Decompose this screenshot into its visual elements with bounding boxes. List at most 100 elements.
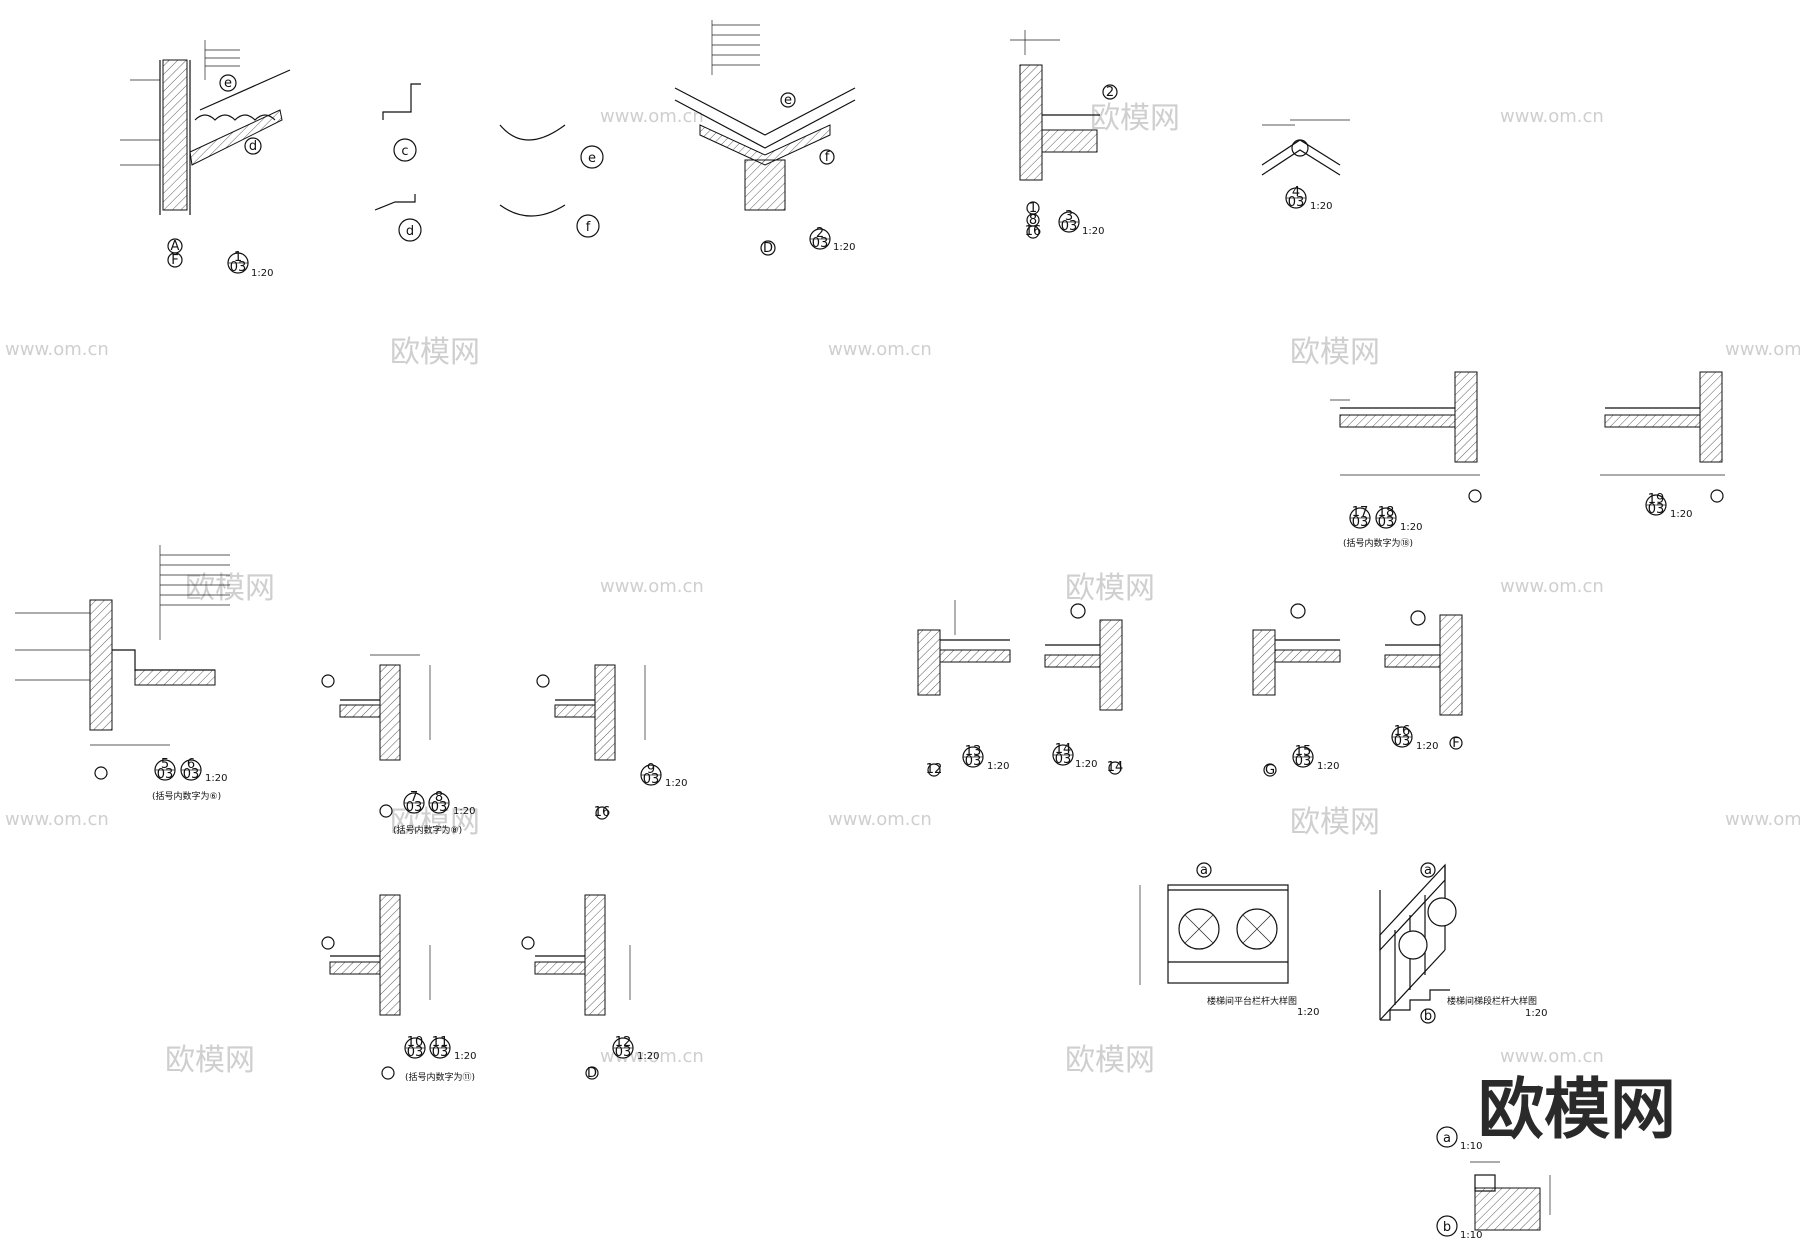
svg-text:1:20: 1:20 xyxy=(637,1051,659,1062)
watermark-brand: 欧模网 xyxy=(1065,571,1155,606)
detail-14: 14 14 03 1:20 xyxy=(1044,603,1123,775)
svg-text:03: 03 xyxy=(1055,752,1072,767)
svg-text:19: 19 xyxy=(1648,492,1665,507)
svg-text:03: 03 xyxy=(157,767,174,782)
detail-1-eave: e d A F 1 03 1:20 xyxy=(120,40,291,279)
note: (括号内数字为⑥) xyxy=(152,790,221,802)
svg-text:b: b xyxy=(1443,1220,1451,1235)
detail-tag: 12 03 xyxy=(612,1035,634,1060)
detail-tag: 15 03 xyxy=(1292,744,1314,769)
svg-text:03: 03 xyxy=(1394,734,1411,749)
svg-text:a: a xyxy=(1424,863,1432,878)
watermark-url: www.om.cn xyxy=(828,339,932,360)
detail-a: a 1:10 xyxy=(1436,1126,1482,1152)
svg-text:17: 17 xyxy=(1352,505,1369,520)
svg-text:1:20: 1:20 xyxy=(833,242,855,253)
svg-text:1:20: 1:20 xyxy=(1310,201,1332,212)
watermark-url: www.om.cn xyxy=(1500,106,1604,127)
svg-text:11: 11 xyxy=(432,1035,449,1050)
detail-tag: 5 03 xyxy=(154,757,176,782)
svg-text:16: 16 xyxy=(594,805,611,820)
detail-5-6: 5 03 6 03 1:20 (括号内数字为⑥) xyxy=(15,545,230,802)
svg-text:d: d xyxy=(406,224,414,239)
watermark-url: www.om.cn xyxy=(5,809,109,830)
watermark-url: www.om.cn xyxy=(1725,809,1800,830)
detail-b: b 1:10 xyxy=(1436,1161,1551,1241)
svg-text:03: 03 xyxy=(183,767,200,782)
svg-text:D: D xyxy=(587,1066,597,1081)
svg-text:F: F xyxy=(171,253,178,268)
detail-tag: 6 03 xyxy=(180,757,202,782)
watermark-url: www.om.cn xyxy=(1725,339,1800,360)
detail-tag: 14 03 xyxy=(1052,742,1074,767)
watermark-brand: 欧模网 xyxy=(165,1043,255,1078)
svg-text:16: 16 xyxy=(1394,724,1411,739)
svg-text:1:20: 1:20 xyxy=(1082,226,1104,237)
detail-tag: 18 03 xyxy=(1375,505,1397,530)
watermark-brand: 欧模网 xyxy=(185,571,275,606)
svg-text:6: 6 xyxy=(187,757,195,772)
svg-text:1:10: 1:10 xyxy=(1460,1230,1482,1241)
svg-text:e: e xyxy=(588,151,596,166)
svg-text:2: 2 xyxy=(1106,85,1114,100)
svg-text:1:20: 1:20 xyxy=(1400,522,1422,533)
detail-7-8: 7 03 8 03 1:20 (括号内数字为⑧) xyxy=(321,654,475,836)
watermark-brand: 欧模网 xyxy=(1290,335,1380,370)
svg-text:f: f xyxy=(586,220,591,235)
svg-text:a: a xyxy=(1443,1131,1451,1146)
watermark-url: www.om.cn xyxy=(600,106,704,127)
detail-tag: 4 03 xyxy=(1285,185,1307,210)
svg-text:13: 13 xyxy=(965,744,982,759)
scale-label: 1:20 xyxy=(251,268,273,279)
watermark-brand: 欧模网 xyxy=(1065,1043,1155,1078)
svg-text:G: G xyxy=(1265,763,1275,778)
svg-text:1:20: 1:20 xyxy=(205,773,227,784)
detail-tag: 11 03 xyxy=(429,1035,451,1060)
detail-tag: 8 03 xyxy=(428,790,450,815)
svg-text:A: A xyxy=(171,239,180,254)
svg-text:1:20: 1:20 xyxy=(1317,761,1339,772)
svg-text:e: e xyxy=(224,76,232,91)
note: (括号内数字为⑧) xyxy=(393,824,462,836)
svg-text:7: 7 xyxy=(410,790,418,805)
svg-text:1:20: 1:20 xyxy=(1525,1008,1547,1019)
watermark-url: www.om.cn xyxy=(600,576,704,597)
svg-text:03: 03 xyxy=(1352,515,1369,530)
svg-text:12: 12 xyxy=(926,762,943,777)
detail-4-ridge: 4 03 1:20 xyxy=(1261,119,1350,212)
svg-text:3: 3 xyxy=(1065,209,1073,224)
svg-text:03: 03 xyxy=(431,800,448,815)
svg-text:1:20: 1:20 xyxy=(665,778,687,789)
svg-text:03: 03 xyxy=(1648,502,1665,517)
watermark-brand: 欧模网 xyxy=(390,335,480,370)
svg-text:b: b xyxy=(1424,1009,1432,1024)
detail-17-18: 17 03 18 03 1:20 (括号内数字为⑱) xyxy=(1330,371,1482,549)
svg-text:03: 03 xyxy=(1288,195,1305,210)
detail-16: F 16 03 1:20 xyxy=(1384,610,1463,752)
svg-text:a: a xyxy=(1200,863,1208,878)
railing-stair-detail: a b 楼梯间梯段栏杆大样图 1:20 xyxy=(1379,862,1547,1024)
svg-text:f: f xyxy=(825,150,830,165)
svg-text:8: 8 xyxy=(1029,213,1037,228)
svg-text:1: 1 xyxy=(234,250,242,265)
detail-9: 16 9 03 1:20 xyxy=(536,664,687,820)
watermark-url: www.om.cn xyxy=(1500,1046,1604,1067)
detail-tag: 7 03 xyxy=(403,790,425,815)
svg-text:8: 8 xyxy=(435,790,443,805)
svg-text:03: 03 xyxy=(230,260,247,275)
wall-section xyxy=(162,59,188,211)
watermark-url: www.om.cn xyxy=(5,339,109,360)
watermark-brand: 欧模网 xyxy=(1090,101,1180,136)
svg-text:03: 03 xyxy=(406,800,423,815)
railing-title: 楼梯间梯段栏杆大样图 xyxy=(1447,995,1537,1007)
detail-tag: 13 03 xyxy=(962,744,984,769)
svg-text:03: 03 xyxy=(615,1045,632,1060)
svg-text:03: 03 xyxy=(1378,515,1395,530)
detail-tag: 17 03 xyxy=(1349,505,1371,530)
detail-15: G 15 03 1:20 xyxy=(1252,603,1341,778)
svg-text:1:20: 1:20 xyxy=(987,761,1009,772)
detail-tag: 9 03 xyxy=(640,762,662,787)
svg-text:03: 03 xyxy=(812,236,829,251)
note: (括号内数字为⑱) xyxy=(1343,537,1413,549)
